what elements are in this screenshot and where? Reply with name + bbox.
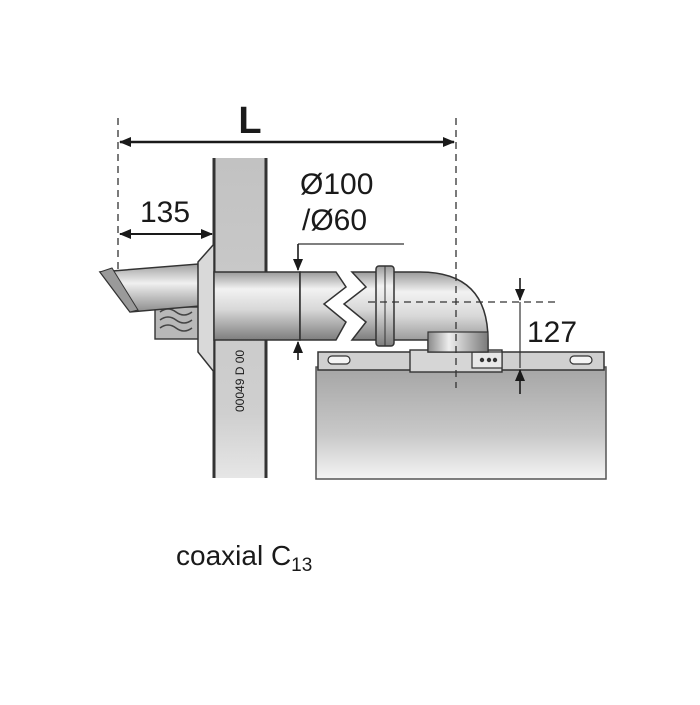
l-label: L — [238, 100, 261, 142]
boiler — [315, 349, 607, 480]
outer-diameter-label: Ø100 — [300, 168, 373, 201]
wall-rosette — [197, 242, 215, 375]
pipe-section-main — [213, 271, 301, 341]
adapter-hole-3 — [492, 357, 498, 363]
offset-135-label: 135 — [140, 196, 190, 229]
pipe-section-break-right — [342, 271, 381, 341]
inner-diameter-label: /Ø60 — [302, 204, 367, 237]
dimension-lines: L 135 Ø100 /Ø60 127 — [117, 100, 577, 394]
pipe-section-break-left — [299, 271, 348, 341]
elbow-outlet — [427, 331, 489, 353]
adapter-hole-2 — [486, 357, 492, 363]
pipe-elbow — [375, 265, 489, 353]
caption-subscript: 13 — [291, 555, 313, 576]
boiler-body — [315, 366, 607, 480]
coaxial-pipe — [213, 271, 381, 341]
drawing-code: 00049 D 00 — [233, 350, 247, 412]
terminal — [98, 242, 215, 375]
boiler-slot-left — [327, 355, 351, 365]
diagram-caption: coaxial C13 — [176, 540, 312, 577]
adapter-hole-1 — [479, 357, 485, 363]
terminal-cap-edge — [99, 267, 139, 313]
height-127-label: 127 — [527, 316, 577, 349]
caption-text: coaxial C — [176, 540, 292, 571]
boiler-slot-right — [569, 355, 593, 365]
